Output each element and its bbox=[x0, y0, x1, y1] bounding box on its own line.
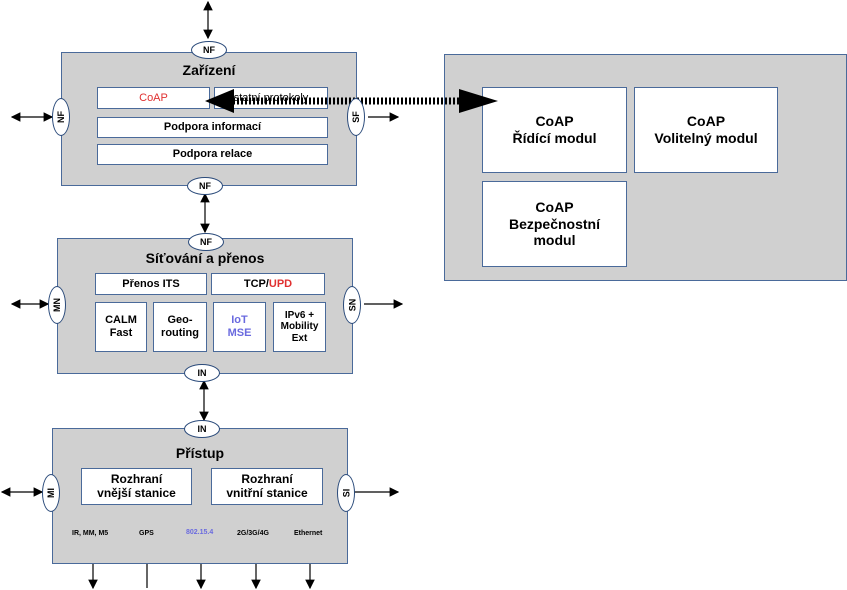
tcp-prefix: TCP/ bbox=[243, 277, 269, 290]
nf-network-ellipse: NF bbox=[188, 233, 224, 251]
sn-right-ellipse: SN bbox=[343, 286, 361, 324]
network-title: Síťování a přenos bbox=[145, 250, 265, 266]
coap-security-module: CoAP Bezpečnostní modul bbox=[482, 181, 627, 267]
info-support-box: Podpora informací bbox=[97, 117, 328, 138]
georouting-box: Geo- routing bbox=[153, 302, 207, 352]
nf-top-ellipse: NF bbox=[191, 41, 227, 59]
sf-right-ellipse: SF bbox=[347, 98, 365, 136]
iot-mse-box: IoT MSE bbox=[213, 302, 266, 352]
tech-label-2: GPS bbox=[139, 530, 154, 537]
si-right-ellipse: SI bbox=[337, 474, 355, 512]
ipv6-box: IPv6 + Mobility Ext bbox=[273, 302, 326, 352]
mi-left-ellipse: MI bbox=[42, 474, 60, 512]
in-access-ellipse: IN bbox=[184, 420, 220, 438]
calm-fast-box: CALM Fast bbox=[95, 302, 147, 352]
tcp-box: TCP/UPD bbox=[211, 273, 325, 295]
in-network-ellipse: IN bbox=[184, 364, 220, 382]
tech-label-1: IR, MM, M5 bbox=[72, 530, 109, 537]
tech-label-4: 2G/3G/4G bbox=[237, 530, 269, 537]
nf-left-ellipse: NF bbox=[52, 98, 70, 136]
internal-interface-box: Rozhraní vnitřní stanice bbox=[211, 468, 323, 505]
device-title: Zařízení bbox=[182, 62, 236, 78]
its-transport-box: Přenos ITS bbox=[95, 273, 207, 295]
tech-label-3: 802.15.4 bbox=[186, 529, 214, 536]
tech-label-5: Ethernet bbox=[294, 530, 323, 537]
mn-left-ellipse: MN bbox=[48, 286, 66, 324]
other-protocols-box: statní protokoly bbox=[214, 87, 328, 109]
external-interface-box: Rozhraní vnější stanice bbox=[81, 468, 192, 505]
relay-support-box: Podpora relace bbox=[97, 144, 328, 165]
coap-control-module: CoAP Řídící modul bbox=[482, 87, 627, 173]
coap-optional-module: CoAP Volitelný modul bbox=[634, 87, 778, 173]
coap-box: CoAP bbox=[97, 87, 210, 109]
nf-bottom-ellipse: NF bbox=[187, 177, 223, 195]
access-title: Přístup bbox=[175, 445, 225, 461]
tcp-suffix: UPD bbox=[268, 277, 293, 290]
